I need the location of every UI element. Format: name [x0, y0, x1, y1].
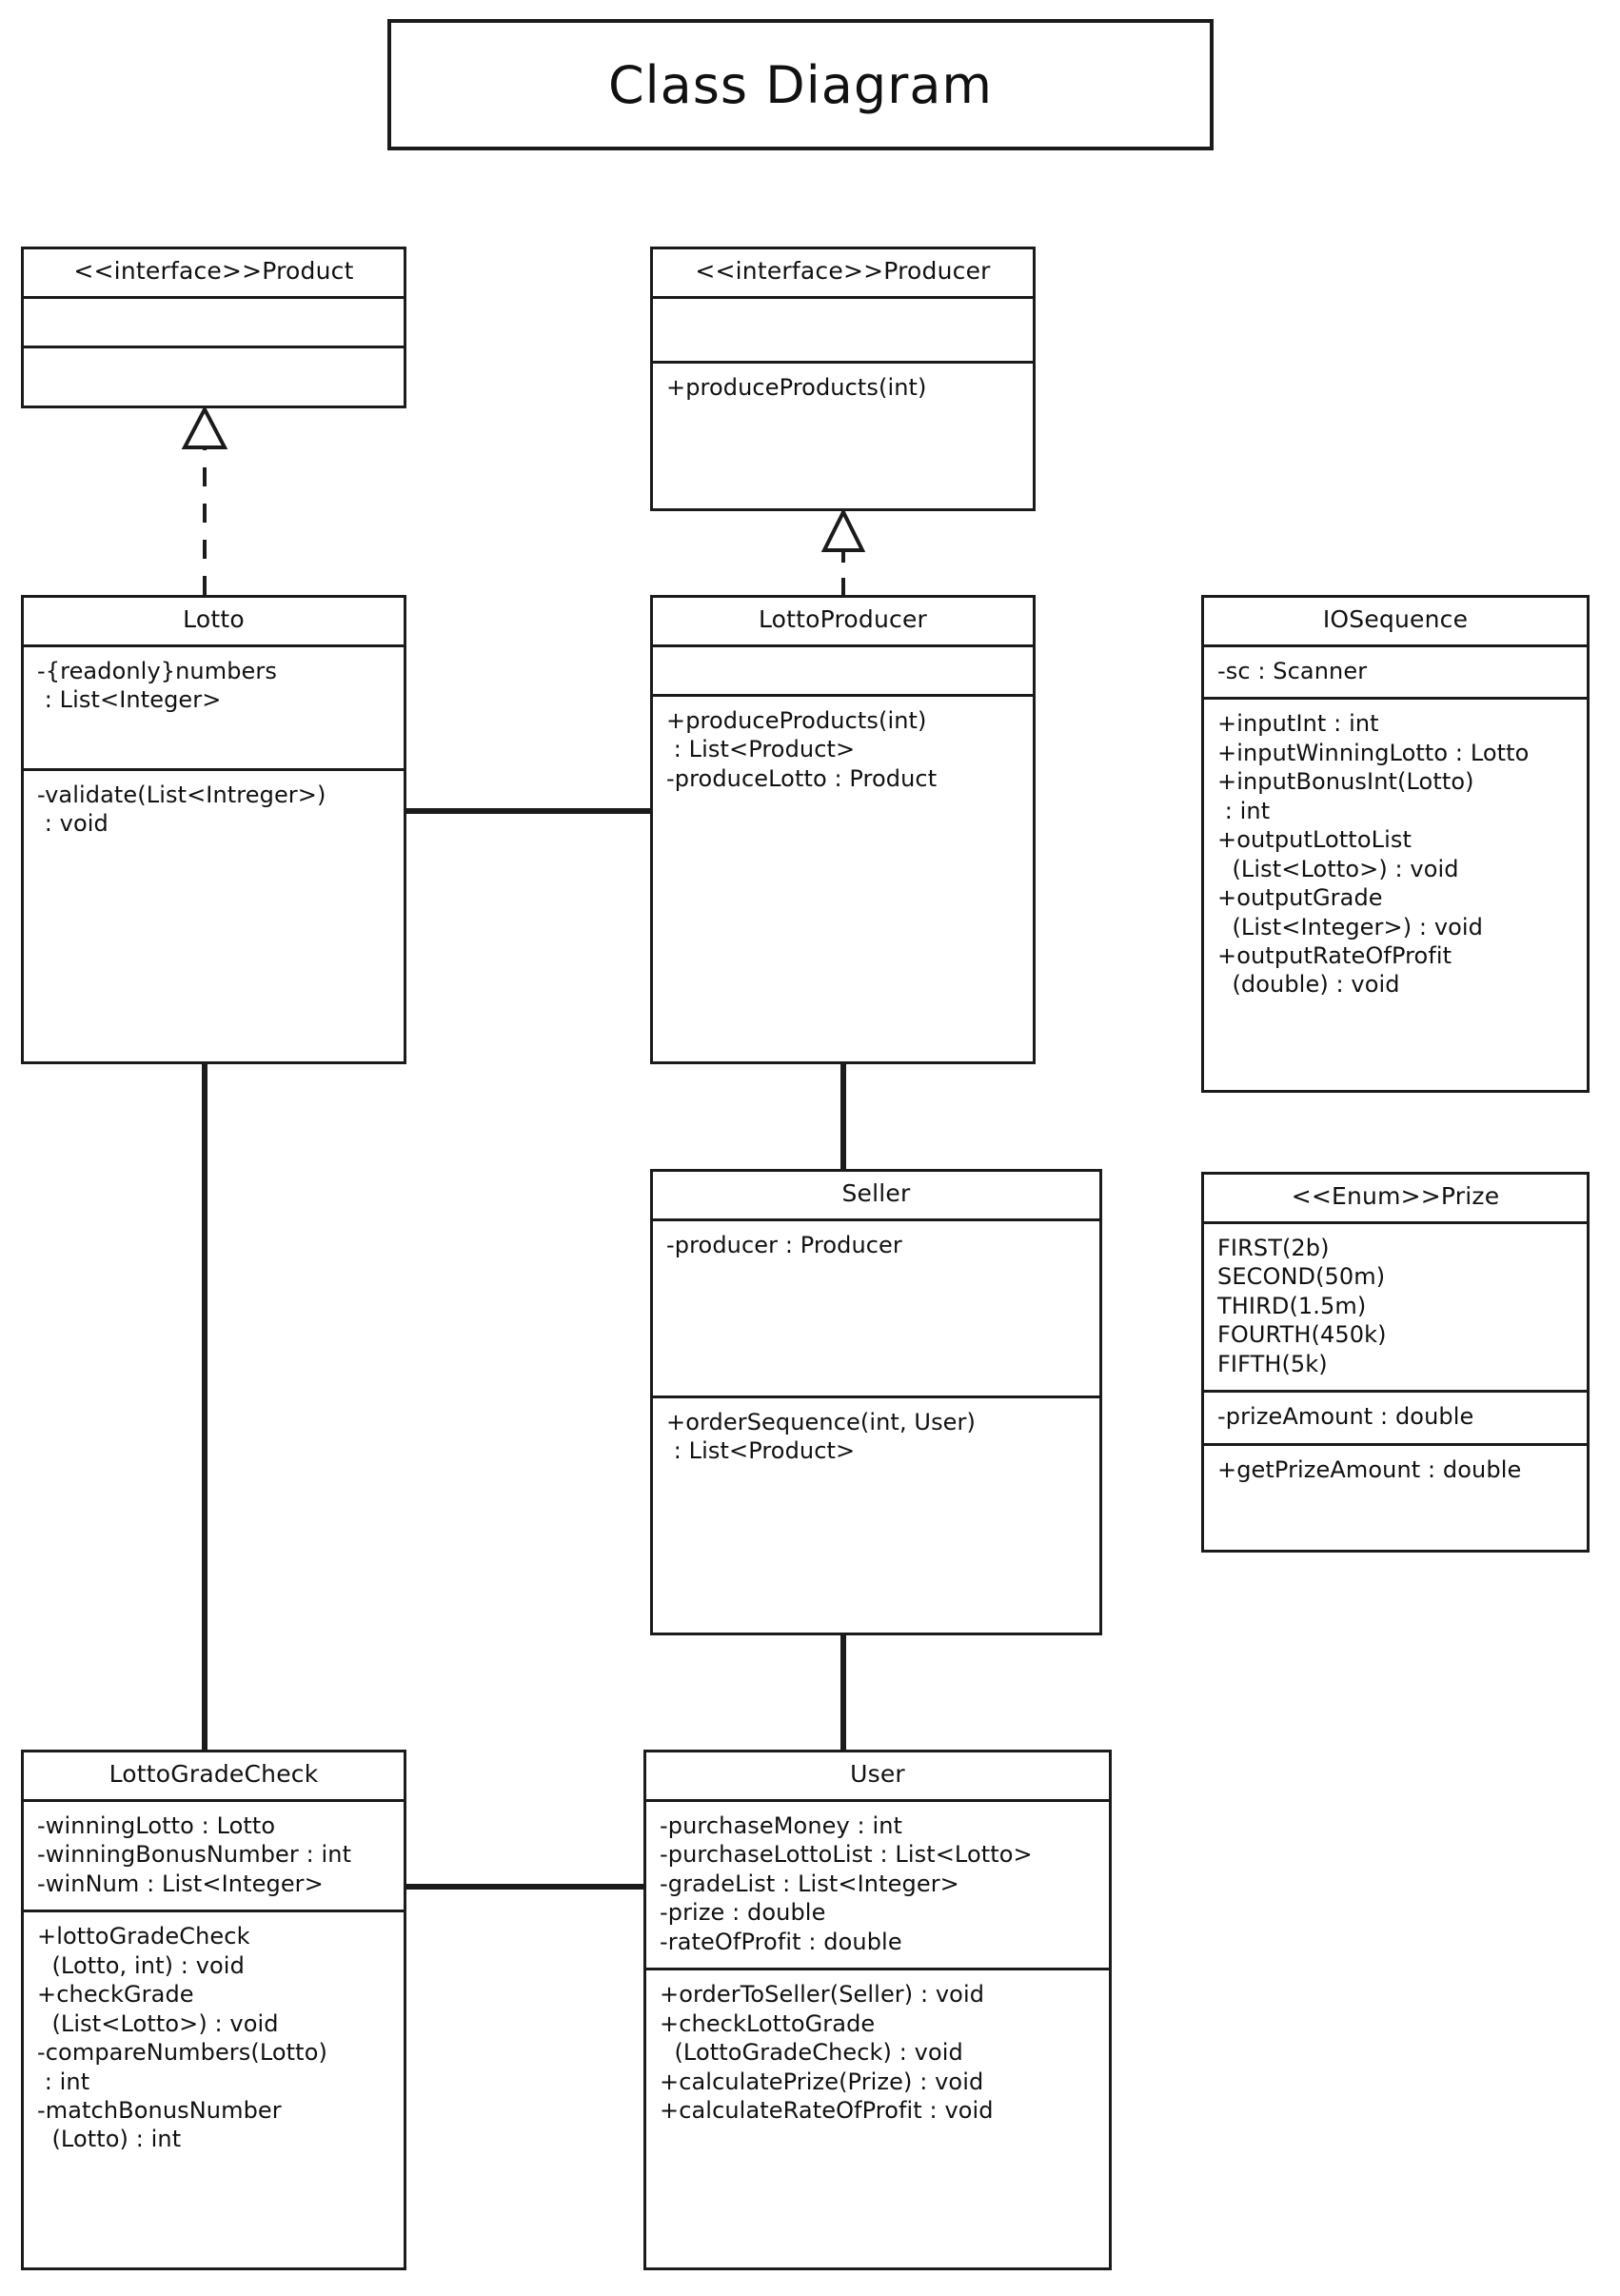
operations-io-sequence: +inputInt : int +inputWinningLotto : Lot… [1204, 700, 1587, 1011]
class-box-io-sequence[interactable]: IOSequence -sc : Scanner +inputInt : int… [1201, 595, 1590, 1093]
operation-line: +checkGrade [37, 1981, 194, 2009]
class-name-lotto-producer: LottoProducer [653, 598, 1033, 647]
operation-line: +checkLottoGrade [660, 2009, 876, 2037]
attributes-prize: -prizeAmount : double [1204, 1393, 1587, 1446]
class-name-producer: <<interface>>Producer [653, 249, 1033, 299]
operation-line: +lottoGradeCheck [37, 1923, 250, 1950]
operations-prize: +getPrizeAmount : double [1204, 1446, 1587, 1495]
enum-literal: THIRD(1.5m) [1217, 1292, 1367, 1319]
attribute-line: -purchaseMoney : int [660, 1811, 903, 1839]
class-name-prize: <<Enum>>Prize [1204, 1175, 1587, 1224]
edge-lotto-realizes-product [181, 405, 228, 595]
operation-line: +outputGrade [1217, 884, 1383, 912]
operation-line: : int [1217, 797, 1271, 824]
literals-prize: FIRST(2b) SECOND(50m) THIRD(1.5m) FOURTH… [1204, 1224, 1587, 1394]
operation-line: +inputWinningLotto : Lotto [1217, 739, 1530, 766]
operation-line: -validate(List<Intreger>) [37, 781, 326, 808]
operation-line: +orderSequence(int, User) [666, 1408, 976, 1435]
class-box-product[interactable]: <<interface>>Product [21, 247, 406, 408]
operation-line: +outputLottoList [1217, 826, 1412, 854]
operation-line: -produceLotto : Product [666, 764, 938, 792]
diagram-title-box: Class Diagram [387, 19, 1214, 150]
operations-lotto: -validate(List<Intreger>) : void [24, 771, 404, 850]
attributes-product [24, 299, 404, 348]
class-box-seller[interactable]: Seller -producer : Producer +orderSequen… [650, 1169, 1102, 1635]
page-title: Class Diagram [607, 54, 994, 115]
class-box-user[interactable]: User -purchaseMoney : int -purchaseLotto… [643, 1750, 1112, 2270]
operation-line: (List<Lotto>) : void [37, 2009, 279, 2037]
operation-line: +getPrizeAmount : double [1217, 1455, 1522, 1483]
attribute-line: -sc : Scanner [1217, 657, 1368, 684]
attributes-user: -purchaseMoney : int -purchaseLottoList … [646, 1802, 1109, 1971]
attribute-line: -{readonly}numbers [37, 657, 277, 684]
operation-line: (Lotto, int) : void [37, 1951, 245, 1979]
operations-user: +orderToSeller(Seller) : void +checkLott… [646, 1970, 1109, 2136]
attributes-seller: -producer : Producer [653, 1221, 1099, 1398]
attributes-io-sequence: -sc : Scanner [1204, 647, 1587, 701]
class-name-lotto-grade-check: LottoGradeCheck [24, 1752, 404, 1802]
enum-literal: FOURTH(450k) [1217, 1321, 1387, 1349]
class-name-io-sequence: IOSequence [1204, 598, 1587, 647]
class-name-seller: Seller [653, 1172, 1099, 1221]
attribute-line: -prize : double [660, 1899, 826, 1927]
operation-line: : List<Product> [666, 736, 856, 763]
edge-lottoproducer-realizes-producer [820, 507, 866, 595]
operation-line: +inputBonusInt(Lotto) [1217, 768, 1474, 796]
operation-line: (Lotto) : int [37, 2126, 182, 2153]
enum-literal: FIRST(2b) [1217, 1234, 1330, 1261]
attribute-line: -winNum : List<Integer> [37, 1870, 324, 1897]
operation-line: -compareNumbers(Lotto) [37, 2039, 327, 2067]
attributes-producer [653, 299, 1033, 364]
class-box-lotto-producer[interactable]: LottoProducer +produceProducts(int) : Li… [650, 595, 1036, 1064]
operation-line: +calculateRateOfProfit : void [660, 2096, 994, 2124]
operation-line: +outputRateOfProfit [1217, 941, 1452, 969]
operation-line: +orderToSeller(Seller) : void [660, 1981, 985, 2009]
attributes-lotto-grade-check: -winningLotto : Lotto -winningBonusNumbe… [24, 1802, 404, 1913]
operations-seller: +orderSequence(int, User) : List<Product… [653, 1398, 1099, 1477]
attribute-line: -gradeList : List<Integer> [660, 1870, 959, 1897]
attribute-line: -winningBonusNumber : int [37, 1841, 352, 1869]
operations-lotto-producer: +produceProducts(int) : List<Product> -p… [653, 697, 1033, 804]
class-box-lotto-grade-check[interactable]: LottoGradeCheck -winningLotto : Lotto -w… [21, 1750, 406, 2270]
enum-literal: SECOND(50m) [1217, 1263, 1386, 1291]
operations-product [24, 348, 404, 369]
attribute-line: -purchaseLottoList : List<Lotto> [660, 1841, 1033, 1869]
class-box-producer[interactable]: <<interface>>Producer +produceProducts(i… [650, 247, 1036, 511]
attribute-line: : List<Integer> [37, 686, 222, 714]
operation-line: -matchBonusNumber [37, 2096, 282, 2124]
attributes-lotto-producer [653, 647, 1033, 697]
operation-line: : int [37, 2068, 90, 2095]
operation-line: +produceProducts(int) [666, 706, 927, 734]
operation-line: : void [37, 810, 109, 838]
class-name-product: <<interface>>Product [24, 249, 404, 299]
attribute-line: -winningLotto : Lotto [37, 1811, 276, 1839]
class-box-prize[interactable]: <<Enum>>Prize FIRST(2b) SECOND(50m) THIR… [1201, 1172, 1590, 1553]
operations-lotto-grade-check: +lottoGradeCheck (Lotto, int) : void +ch… [24, 1912, 404, 2166]
attribute-line: -prizeAmount : double [1217, 1403, 1474, 1431]
operation-line: +produceProducts(int) [666, 373, 927, 401]
enum-literal: FIFTH(5k) [1217, 1350, 1328, 1377]
operation-line: (double) : void [1217, 971, 1400, 999]
operation-line: +inputInt : int [1217, 710, 1379, 738]
attribute-line: -rateOfProfit : double [660, 1928, 902, 1955]
class-name-lotto: Lotto [24, 598, 404, 647]
class-box-lotto[interactable]: Lotto -{readonly}numbers : List<Integer>… [21, 595, 406, 1064]
operations-producer: +produceProducts(int) [653, 364, 1033, 413]
operation-line: +calculatePrize(Prize) : void [660, 2068, 984, 2095]
attributes-lotto: -{readonly}numbers : List<Integer> [24, 647, 404, 771]
operation-line: (List<Integer>) : void [1217, 913, 1484, 940]
operation-line: (LottoGradeCheck) : void [660, 2039, 963, 2067]
operation-line: : List<Product> [666, 1437, 856, 1465]
class-name-user: User [646, 1752, 1109, 1802]
attribute-line: -producer : Producer [666, 1231, 902, 1258]
operation-line: (List<Lotto>) : void [1217, 855, 1459, 882]
